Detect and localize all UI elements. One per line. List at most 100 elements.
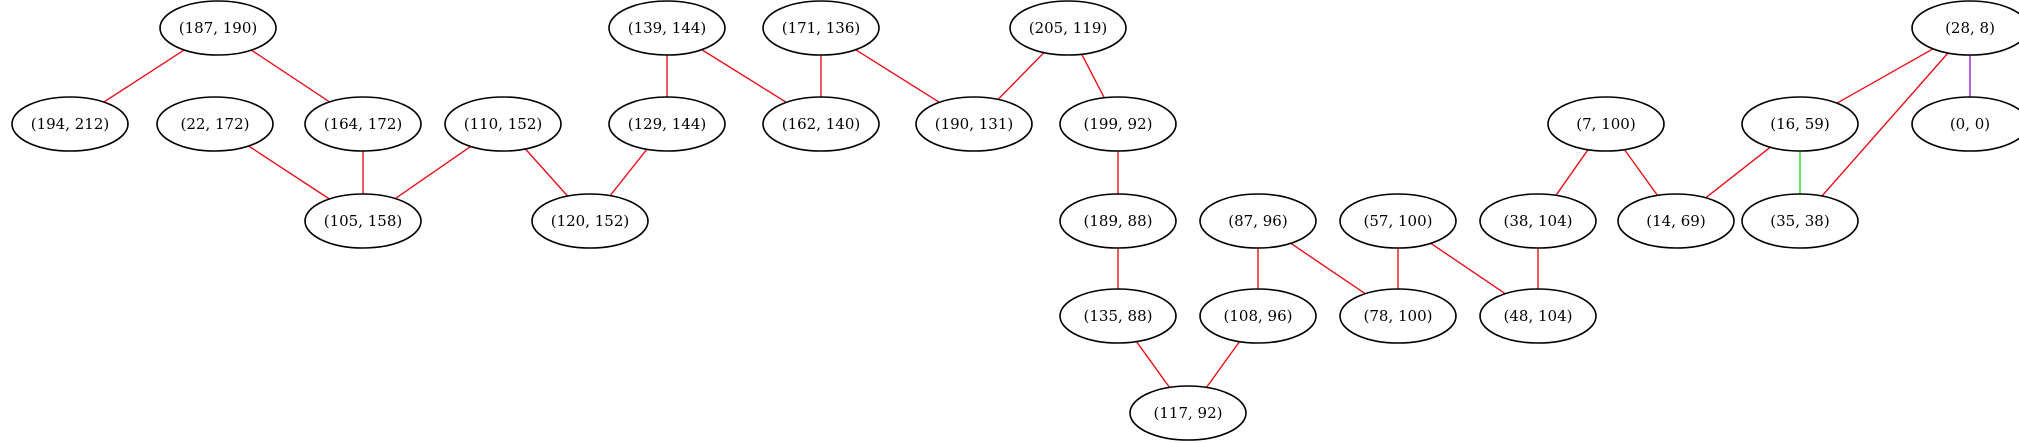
node-ellipse	[1479, 288, 1597, 344]
node-label: (16, 59)	[1770, 115, 1829, 133]
node-label: (205, 119)	[1029, 19, 1108, 37]
node-n16_59: (16, 59)	[1741, 96, 1859, 152]
node-n189_88: (189, 88)	[1059, 193, 1177, 249]
node-n129_144: (129, 144)	[608, 96, 726, 152]
node-ellipse	[304, 193, 422, 249]
node-ellipse	[11, 96, 129, 152]
node-label: (189, 88)	[1084, 212, 1153, 230]
node-n117_92: (117, 92)	[1129, 385, 1247, 441]
edge-n129_144-n120_152	[609, 148, 648, 197]
edge-n139_144-n162_140	[701, 49, 787, 103]
node-ellipse	[531, 193, 649, 249]
node-ellipse	[762, 96, 880, 152]
node-ellipse	[1059, 288, 1177, 344]
node-ellipse	[608, 96, 726, 152]
edge-n205_119-n190_131	[997, 52, 1045, 100]
node-ellipse	[1059, 193, 1177, 249]
node-n28_8: (28, 8)	[1911, 0, 2019, 56]
node-ellipse	[444, 96, 562, 152]
edge-n28_8-n16_59	[1836, 48, 1934, 104]
node-label: (117, 92)	[1154, 404, 1223, 422]
edge-n171_136-n190_131	[855, 49, 940, 103]
node-label: (38, 104)	[1504, 212, 1573, 230]
node-label: (194, 212)	[31, 115, 110, 133]
node-ellipse	[1339, 288, 1457, 344]
node-label: (28, 8)	[1945, 19, 1995, 37]
node-n108_96: (108, 96)	[1199, 288, 1317, 344]
node-ellipse	[1617, 193, 1735, 249]
node-label: (7, 100)	[1576, 115, 1635, 133]
edge-n187_190-n194_212	[103, 49, 185, 103]
node-label: (14, 69)	[1646, 212, 1705, 230]
node-label: (57, 100)	[1364, 212, 1433, 230]
node-ellipse	[1339, 193, 1457, 249]
node-n187_190: (187, 190)	[159, 0, 277, 56]
node-ellipse	[159, 0, 277, 56]
node-n162_140: (162, 140)	[762, 96, 880, 152]
node-ellipse	[1911, 96, 2019, 152]
node-ellipse	[1199, 193, 1317, 249]
edge-n110_152-n120_152	[524, 148, 569, 197]
node-label: (139, 144)	[628, 19, 707, 37]
node-ellipse	[1009, 0, 1127, 56]
node-n205_119: (205, 119)	[1009, 0, 1127, 56]
node-label: (35, 38)	[1770, 212, 1829, 230]
node-ellipse	[1547, 96, 1665, 152]
node-label: (164, 172)	[324, 115, 403, 133]
node-n0_0: (0, 0)	[1911, 96, 2019, 152]
node-label: (162, 140)	[782, 115, 861, 133]
edge-n16_59-n14_69	[1705, 146, 1771, 199]
node-label: (105, 158)	[324, 212, 403, 230]
node-n164_172: (164, 172)	[304, 96, 422, 152]
edge-n108_96-n117_92	[1205, 341, 1241, 388]
node-n7_100: (7, 100)	[1547, 96, 1665, 152]
node-ellipse	[762, 0, 880, 56]
edge-n87_96-n78_100	[1290, 242, 1366, 295]
node-n14_69: (14, 69)	[1617, 193, 1735, 249]
node-label: (78, 100)	[1364, 307, 1433, 325]
node-n57_100: (57, 100)	[1339, 193, 1457, 249]
node-n171_136: (171, 136)	[762, 0, 880, 56]
node-label: (120, 152)	[551, 212, 630, 230]
node-n194_212: (194, 212)	[11, 96, 129, 152]
node-n110_152: (110, 152)	[444, 96, 562, 152]
node-n105_158: (105, 158)	[304, 193, 422, 249]
node-ellipse	[915, 96, 1033, 152]
node-ellipse	[1199, 288, 1317, 344]
node-label: (187, 190)	[179, 19, 258, 37]
edges-layer	[103, 48, 1971, 388]
node-n120_152: (120, 152)	[531, 193, 649, 249]
node-n48_104: (48, 104)	[1479, 288, 1597, 344]
edge-n22_172-n105_158	[248, 145, 330, 200]
node-n87_96: (87, 96)	[1199, 193, 1317, 249]
edge-n110_152-n105_158	[394, 145, 472, 200]
node-n190_131: (190, 131)	[915, 96, 1033, 152]
node-ellipse	[1479, 193, 1597, 249]
node-label: (171, 136)	[782, 19, 861, 37]
node-label: (190, 131)	[935, 115, 1014, 133]
node-ellipse	[1741, 193, 1859, 249]
node-n78_100: (78, 100)	[1339, 288, 1457, 344]
edge-n135_88-n117_92	[1135, 341, 1171, 388]
node-n135_88: (135, 88)	[1059, 288, 1177, 344]
node-ellipse	[1741, 96, 1859, 152]
edge-n7_100-n14_69	[1623, 149, 1659, 196]
node-ellipse	[304, 96, 422, 152]
node-n199_92: (199, 92)	[1059, 96, 1177, 152]
node-n22_172: (22, 172)	[156, 96, 274, 152]
edge-n57_100-n48_104	[1430, 242, 1506, 295]
edge-n187_190-n164_172	[251, 49, 330, 103]
edge-n205_119-n199_92	[1081, 53, 1105, 99]
node-label: (48, 104)	[1504, 307, 1573, 325]
nodes-layer: (187, 190) (194, 212) (22, 172) (164, 172) (…	[11, 0, 2019, 441]
edge-n7_100-n38_104	[1555, 149, 1589, 196]
edge-n28_8-n35_38	[1821, 52, 1949, 197]
node-ellipse	[1911, 0, 2019, 56]
node-ellipse	[1129, 385, 1247, 441]
node-label: (135, 88)	[1084, 307, 1153, 325]
node-label: (110, 152)	[464, 115, 543, 133]
node-label: (0, 0)	[1950, 115, 1990, 133]
node-ellipse	[1059, 96, 1177, 152]
node-n35_38: (35, 38)	[1741, 193, 1859, 249]
